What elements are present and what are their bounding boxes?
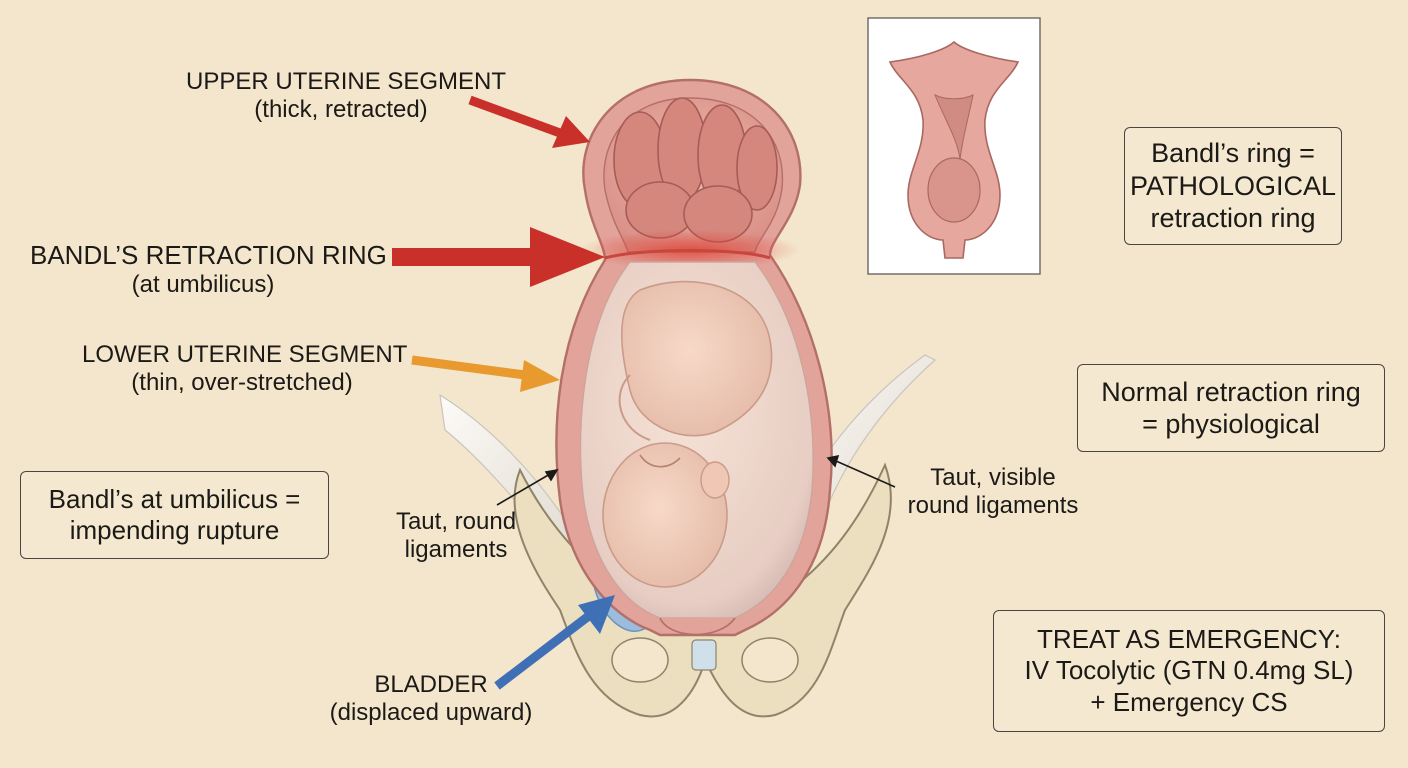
arrow-upper-segment (468, 95, 590, 148)
box-impending-line1: Bandl’s at umbilicus = (48, 483, 301, 514)
label-lower-segment-title: LOWER UTERINE SEGMENT (82, 341, 408, 368)
box-pathological-ring: Bandl’s ring = PATHOLOGICAL retraction r… (1124, 127, 1342, 245)
inset-normal-uterus (867, 17, 1041, 275)
label-right-ligaments-line1: Taut, visible (930, 464, 1056, 491)
label-upper-segment: UPPER UTERINE SEGMENT (thick, retracted) (186, 68, 507, 125)
box-pathological-line3: retraction ring (1150, 203, 1316, 234)
label-left-ligaments: Taut, round ligaments (376, 508, 536, 565)
label-lower-segment-note: (thin, over-stretched) (131, 369, 353, 397)
label-bandls-ring-title: BANDL’S RETRACTION RING (30, 240, 387, 270)
box-emergency-line1: TREAT AS EMERGENCY: (1037, 624, 1341, 655)
label-left-ligaments-line2: ligaments (404, 536, 508, 564)
box-emergency-line3: + Emergency CS (1090, 686, 1288, 717)
label-bladder-title: BLADDER (374, 671, 488, 698)
box-impending-rupture: Bandl’s at umbilicus = impending rupture (20, 471, 329, 559)
label-upper-segment-title: UPPER UTERINE SEGMENT (186, 68, 507, 95)
arrow-bandls-ring (392, 227, 605, 287)
box-physiological-ring: Normal retraction ring = physiological (1077, 364, 1385, 452)
label-right-ligaments: Taut, visible round ligaments (896, 464, 1090, 521)
label-bladder-note: (displaced upward) (329, 699, 533, 727)
box-impending-line2: impending rupture (69, 515, 280, 545)
label-right-ligaments-line2: round ligaments (907, 492, 1079, 520)
arrow-bladder (494, 595, 615, 690)
upper-segment-folds (613, 97, 778, 243)
box-pathological-line2: PATHOLOGICAL (1129, 170, 1337, 201)
box-pathological-line1: Bandl’s ring = (1151, 138, 1315, 169)
box-physiological-line1: Normal retraction ring (1101, 376, 1361, 407)
label-upper-segment-note: (thick, retracted) (254, 96, 428, 124)
label-bandls-ring-note: (at umbilicus) (131, 270, 275, 298)
pelvis-bone (513, 462, 892, 718)
label-left-ligaments-line1: Taut, round (395, 508, 517, 535)
pointer-left-ligament (496, 468, 559, 506)
pointer-right-ligament (826, 454, 896, 488)
fetus (602, 280, 773, 588)
label-lower-segment: LOWER UTERINE SEGMENT (thin, over-stretc… (82, 341, 408, 398)
box-emergency-line2: IV Tocolytic (GTN 0.4mg SL) (1024, 655, 1354, 686)
label-bladder: BLADDER (displaced upward) (318, 671, 544, 728)
label-bandls-ring: BANDL’S RETRACTION RING (at umbilicus) (30, 240, 387, 299)
box-emergency-treatment: TREAT AS EMERGENCY: IV Tocolytic (GTN 0.… (993, 610, 1385, 732)
arrow-lower-segment (411, 355, 560, 392)
box-physiological-line2: = physiological (1142, 409, 1320, 439)
